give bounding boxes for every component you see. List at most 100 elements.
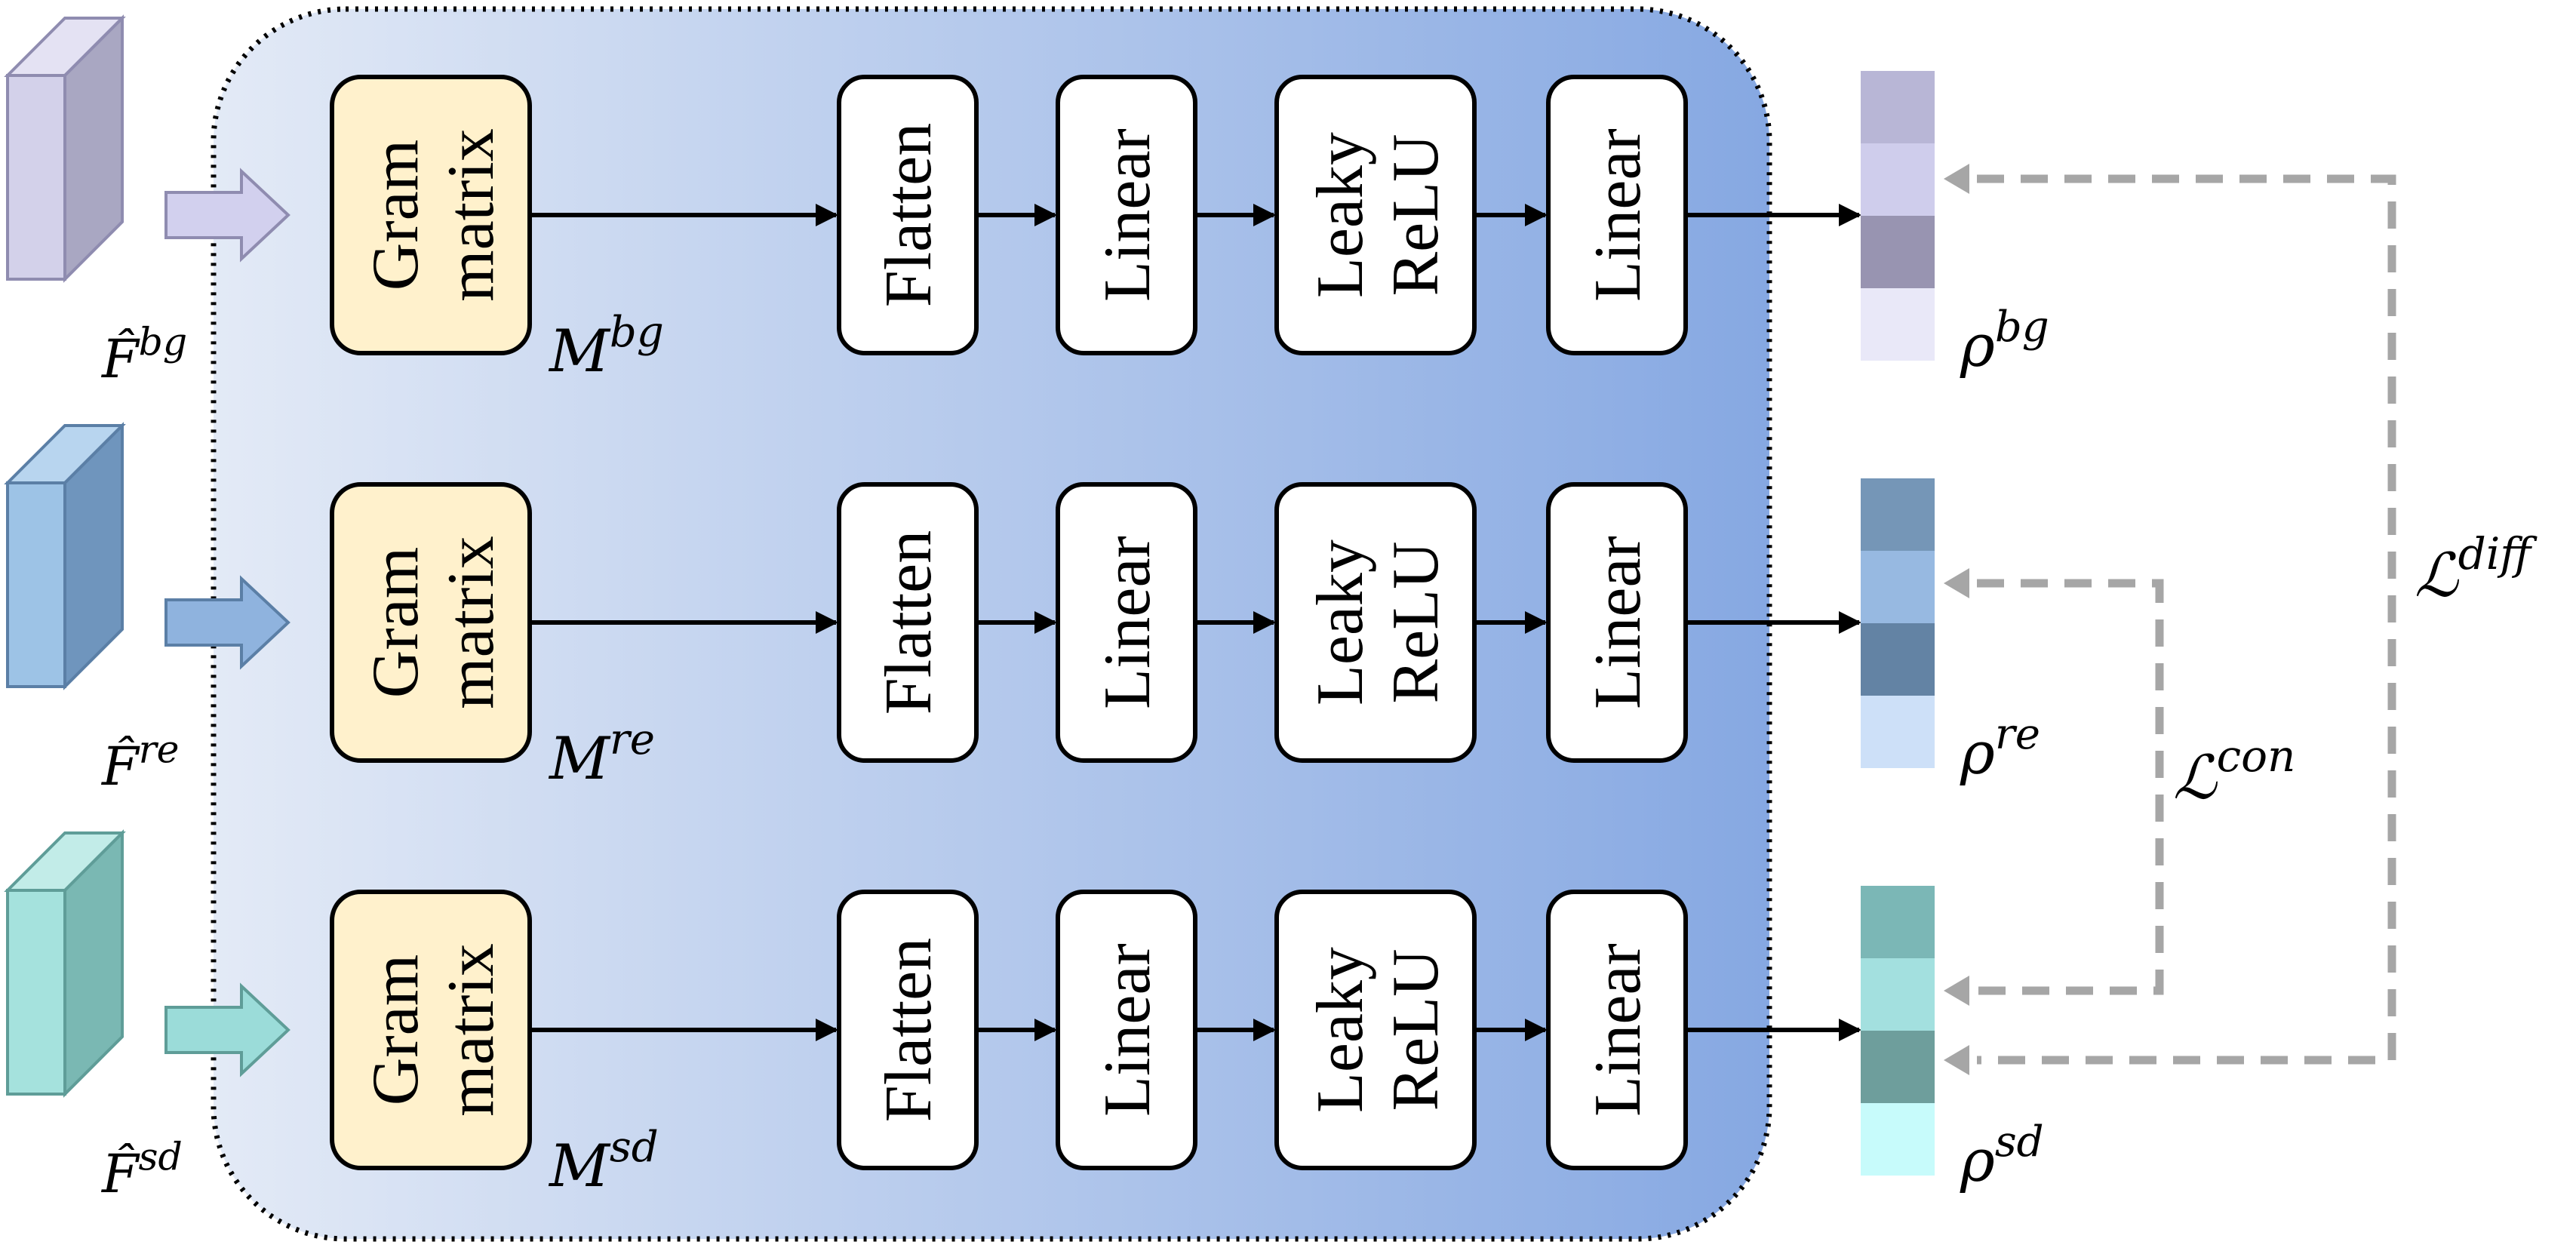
- loss-diff-label: ℒdiff: [2415, 528, 2538, 610]
- layer-label-line: Leaky: [1304, 947, 1377, 1113]
- output-label-bg: ρbg: [1960, 303, 2049, 380]
- gram-matrix-label-line: Gram: [359, 954, 432, 1105]
- feature-label-re-sup: re: [139, 727, 180, 772]
- feature-label-bg: F̂bg: [100, 320, 187, 390]
- output-vector-cell: [1861, 551, 1935, 623]
- feature-block-front: [6, 889, 66, 1096]
- feature-label-re: F̂re: [100, 727, 180, 798]
- layer-label: Linear: [1582, 943, 1655, 1117]
- loss-con-label: ℒcon: [2173, 730, 2295, 813]
- loss-con-arrowhead: [1944, 568, 1969, 598]
- feature-label-sd-sup: sd: [139, 1135, 183, 1179]
- output-label-re-base: ρ: [1960, 720, 1995, 788]
- layer-label-line: Linear: [1582, 943, 1655, 1117]
- gram-matrix-label: Grammatrix: [359, 943, 508, 1117]
- layer-label-line: Linear: [1582, 536, 1655, 709]
- input-arrow-bg: [164, 168, 290, 263]
- output-label-sd: ρsd: [1960, 1117, 2044, 1195]
- layer-label-line: Flatten: [872, 123, 945, 307]
- matrix-label-bg-sup: bg: [610, 308, 664, 357]
- layer-label-line: Linear: [1582, 128, 1655, 302]
- layer-label-line: Linear: [1091, 536, 1164, 709]
- output-vector-cell: [1861, 143, 1935, 216]
- matrix-label-bg: Mbg: [548, 308, 664, 386]
- output-vector-cell: [1861, 696, 1935, 768]
- gram-matrix-label-line: matrix: [435, 943, 508, 1117]
- layer-label-line: Linear: [1091, 128, 1164, 302]
- feature-block-bg: [4, 14, 126, 283]
- feature-label-bg-base: F̂: [100, 328, 140, 390]
- loss-con-label-sup: con: [2217, 730, 2296, 782]
- layer-label: Linear: [1582, 536, 1655, 709]
- output-vector-cell: [1861, 623, 1935, 696]
- layer-label: LeakyReLU: [1304, 132, 1452, 298]
- layer-label: Flatten: [872, 938, 945, 1122]
- layer-label: Linear: [1091, 536, 1164, 709]
- layer-label: LeakyReLU: [1304, 539, 1452, 705]
- layer-label-line: Flatten: [872, 530, 945, 715]
- output-vector-cell: [1861, 216, 1935, 288]
- layer-label: LeakyReLU: [1304, 947, 1452, 1113]
- output-vector-cell: [1861, 886, 1935, 958]
- layer-label-line: ReLU: [1379, 948, 1452, 1111]
- layer-label-line: Leaky: [1304, 132, 1377, 298]
- output-vector-cell: [1861, 478, 1935, 551]
- gram-matrix-label-line: Gram: [359, 140, 432, 290]
- loss-con-arrowhead: [1944, 976, 1969, 1006]
- gram-matrix-label: Grammatrix: [359, 536, 508, 709]
- loss-diff-label-sup: diff: [2458, 528, 2538, 579]
- feature-block-re: [4, 422, 126, 690]
- output-label-sd-sup: sd: [1995, 1117, 2044, 1166]
- output-label-sd-base: ρ: [1960, 1127, 1995, 1195]
- loss-diff-path: [1977, 174, 2396, 1065]
- output-label-bg-sup: bg: [1995, 303, 2049, 352]
- input-arrow-sd: [164, 982, 290, 1077]
- matrix-label-sd-sup: sd: [610, 1123, 659, 1172]
- layer-label-line: ReLU: [1379, 134, 1452, 296]
- input-arrow-re: [164, 575, 290, 670]
- matrix-label-re-sup: re: [610, 715, 655, 764]
- loss-diff-arrowhead: [1944, 1045, 1969, 1075]
- feature-label-sd: F̂sd: [100, 1135, 183, 1205]
- feature-block-front: [6, 74, 66, 281]
- layer-label-line: Linear: [1091, 943, 1164, 1117]
- output-label-re: ρre: [1960, 710, 2040, 788]
- gram-matrix-label-line: matrix: [435, 536, 508, 709]
- layer-label-line: Leaky: [1304, 539, 1377, 705]
- output-vector-cell: [1861, 288, 1935, 361]
- gram-matrix-label: Grammatrix: [359, 128, 508, 302]
- feature-label-re-base: F̂: [100, 736, 140, 798]
- output-vector-cell: [1861, 1103, 1935, 1176]
- matrix-label-sd-base: M: [548, 1133, 611, 1200]
- feature-block-front: [6, 481, 66, 688]
- layer-label: Flatten: [872, 123, 945, 307]
- matrix-label-bg-base: M: [548, 318, 611, 386]
- loss-diff-arrowhead: [1944, 164, 1969, 194]
- layer-label-line: Flatten: [872, 938, 945, 1122]
- feature-label-bg-sup: bg: [139, 320, 188, 364]
- layer-label: Flatten: [872, 530, 945, 715]
- layer-label-line: ReLU: [1379, 541, 1452, 703]
- gram-matrix-label-line: Gram: [359, 547, 432, 698]
- output-vector-cell: [1861, 1031, 1935, 1103]
- layer-label: Linear: [1091, 128, 1164, 302]
- matrix-label-sd: Msd: [548, 1123, 659, 1200]
- loss-diff-label-symbol: ℒ: [2415, 540, 2459, 610]
- loss-con-label-symbol: ℒ: [2173, 742, 2218, 813]
- output-vector-cell: [1861, 71, 1935, 143]
- output-label-bg-base: ρ: [1960, 312, 1995, 380]
- loss-con-path: [1977, 579, 2164, 995]
- output-vector-cell: [1861, 958, 1935, 1031]
- output-label-re-sup: re: [1995, 710, 2040, 759]
- gram-matrix-label-line: matrix: [435, 128, 508, 302]
- feature-block-sd: [4, 829, 126, 1098]
- feature-label-sd-base: F̂: [100, 1143, 140, 1205]
- matrix-label-re: Mre: [548, 715, 655, 793]
- matrix-label-re-base: M: [548, 725, 611, 793]
- layer-label: Linear: [1582, 128, 1655, 302]
- layer-label: Linear: [1091, 943, 1164, 1117]
